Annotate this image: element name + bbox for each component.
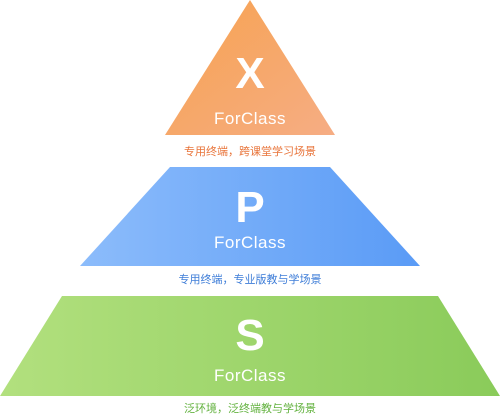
tier-p-caption: 专用终端，专业版教与学场景 — [178, 273, 322, 286]
tier-p-shape — [80, 167, 420, 266]
tier-s-caption: 泛环境，泛终端教与学场景 — [184, 402, 316, 415]
tier-s-letter: S — [235, 311, 264, 360]
tier-x-letter: X — [235, 49, 264, 98]
tier-s-brand: ForClass — [214, 366, 286, 385]
tier-p-letter: P — [235, 183, 264, 232]
tier-p: P ForClass — [80, 167, 420, 266]
tier-x-caption: 专用终端，跨课堂学习场景 — [184, 145, 316, 158]
tier-x-shape — [165, 0, 335, 135]
tier-s: S ForClass — [0, 296, 500, 396]
tier-p-brand: ForClass — [214, 233, 286, 252]
tier-x: X ForClass — [165, 0, 335, 135]
tier-s-shape — [0, 296, 500, 396]
tier-x-brand: ForClass — [214, 109, 286, 128]
